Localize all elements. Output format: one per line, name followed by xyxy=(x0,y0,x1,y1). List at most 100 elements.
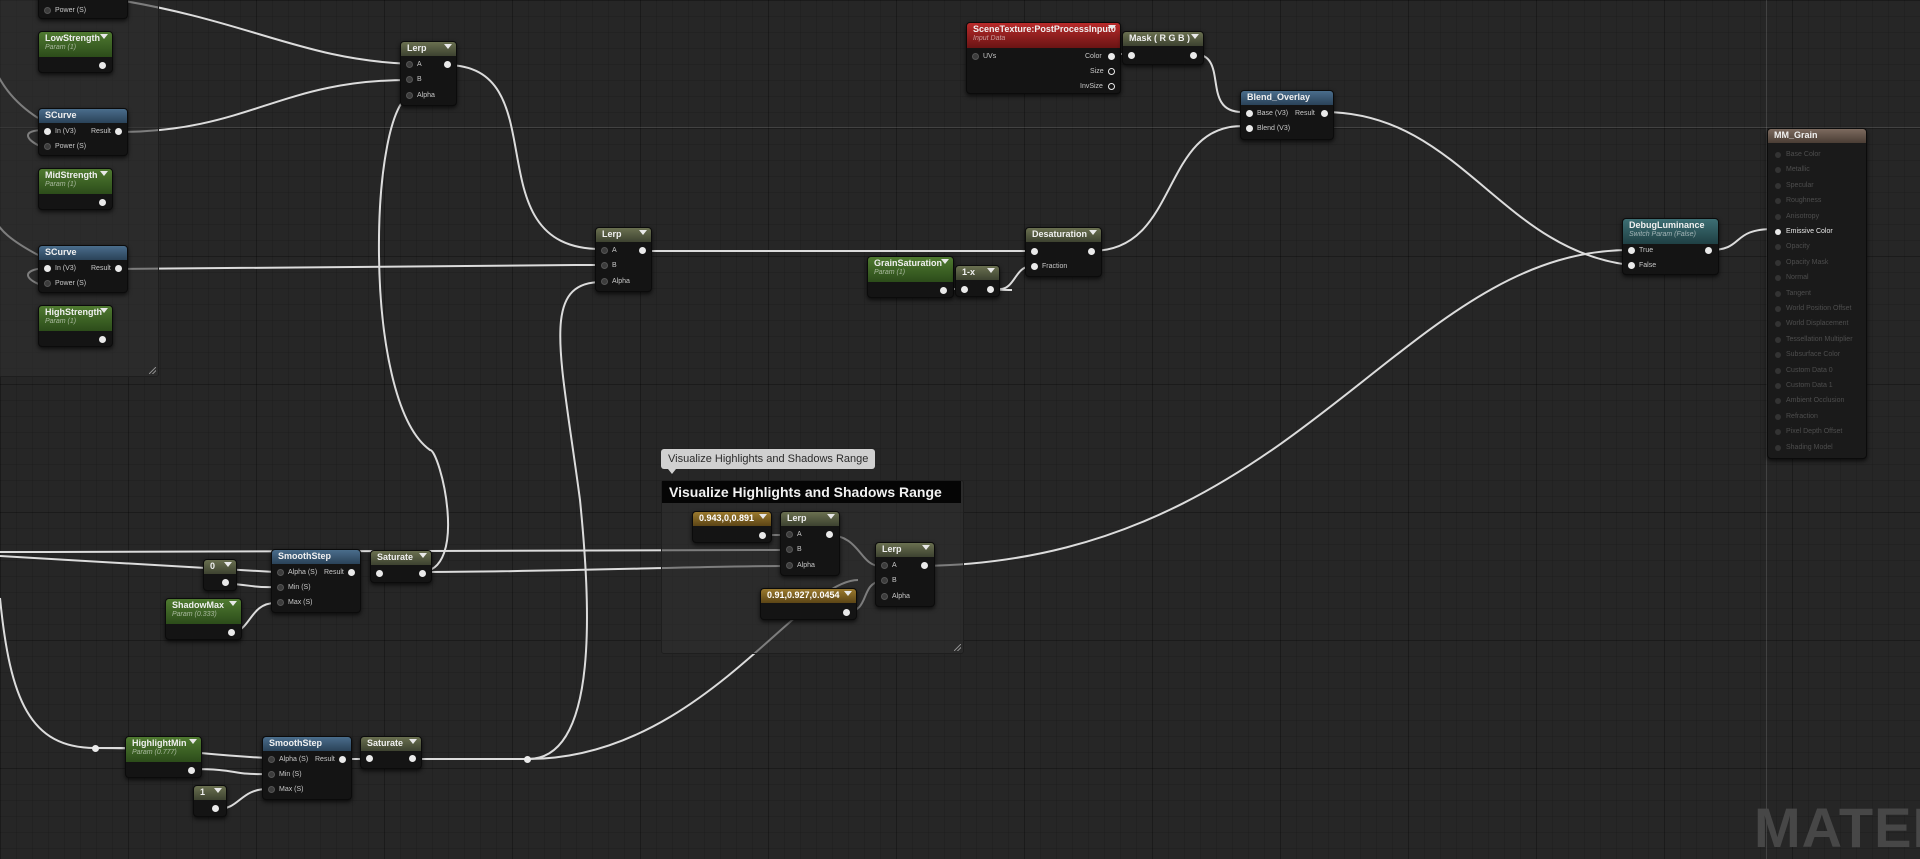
material-input-pin[interactable]: Emissive Color xyxy=(1775,228,1833,235)
chevron-down-icon[interactable] xyxy=(214,788,222,793)
chevron-down-icon[interactable] xyxy=(419,553,427,558)
alpha-input-pin[interactable] xyxy=(268,756,275,763)
comment-title[interactable]: Visualize Highlights and Shadows Range xyxy=(662,481,961,503)
input-pin-a[interactable] xyxy=(601,247,608,254)
input-pin-alpha[interactable] xyxy=(406,92,413,99)
mask-node[interactable]: Mask ( R G B ) xyxy=(1122,31,1204,65)
power-pin[interactable] xyxy=(44,7,51,14)
material-input-pin[interactable]: Custom Data 0 xyxy=(1775,367,1833,374)
chevron-down-icon[interactable] xyxy=(987,268,995,273)
high-strength-param-node[interactable]: HighStrength Param (1) xyxy=(38,305,113,347)
output-pin[interactable] xyxy=(419,570,426,577)
chevron-down-icon[interactable] xyxy=(922,545,930,550)
output-pin[interactable] xyxy=(921,562,928,569)
material-input-pin[interactable]: Tangent xyxy=(1775,290,1811,297)
chevron-down-icon[interactable] xyxy=(827,514,835,519)
lerp-node[interactable]: Lerp A B Alpha xyxy=(400,41,457,106)
max-input-pin[interactable] xyxy=(268,786,275,793)
material-input-pin[interactable]: Ambient Occlusion xyxy=(1775,397,1844,405)
scene-texture-node[interactable]: SceneTexture:PostProcessInput0 Input Dat… xyxy=(966,22,1121,94)
output-pin[interactable] xyxy=(115,128,122,135)
output-pin[interactable] xyxy=(826,531,833,538)
input-pin[interactable] xyxy=(44,128,51,135)
output-pin[interactable] xyxy=(639,247,646,254)
chevron-down-icon[interactable] xyxy=(444,44,452,49)
input-pin-a[interactable] xyxy=(881,562,888,569)
material-input-pin[interactable]: Roughness xyxy=(1775,197,1821,205)
low-strength-param-node[interactable]: LowStrength Param (1) xyxy=(38,31,113,73)
shadow-max-param-node[interactable]: ShadowMax Param (0.333) xyxy=(165,598,242,640)
reroute-node[interactable] xyxy=(92,745,99,752)
constant-color-node[interactable]: 0.943,0,0.891 xyxy=(692,511,772,543)
input-pin-a[interactable] xyxy=(786,531,793,538)
output-pin[interactable] xyxy=(1190,52,1197,59)
min-input-pin[interactable] xyxy=(268,771,275,778)
material-input-pin[interactable]: Normal xyxy=(1775,274,1809,282)
chevron-down-icon[interactable] xyxy=(844,591,852,596)
output-pin[interactable] xyxy=(99,199,106,206)
base-input-pin[interactable] xyxy=(1246,110,1253,117)
input-pin[interactable] xyxy=(376,570,383,577)
output-pin[interactable] xyxy=(759,532,766,539)
chevron-down-icon[interactable] xyxy=(229,601,237,606)
chevron-down-icon[interactable] xyxy=(1191,34,1199,39)
chevron-down-icon[interactable] xyxy=(1108,25,1116,30)
material-input-pin[interactable]: Opacity xyxy=(1775,243,1810,251)
output-pin[interactable] xyxy=(1088,248,1095,255)
scurve-node[interactable]: SCurve In (V3) Result Power (S) xyxy=(38,245,128,293)
comment-resize-handle[interactable] xyxy=(149,367,156,374)
chevron-down-icon[interactable] xyxy=(100,308,108,313)
input-pin[interactable] xyxy=(961,286,968,293)
chevron-down-icon[interactable] xyxy=(189,739,197,744)
max-input-pin[interactable] xyxy=(277,599,284,606)
output-pin[interactable] xyxy=(1321,110,1328,117)
material-input-pin[interactable]: Shading Model xyxy=(1775,444,1833,451)
grain-saturation-param-node[interactable]: GrainSaturation Param (1) xyxy=(867,256,954,298)
scurve-node[interactable]: SCurve In (V3) Result Power (S) xyxy=(38,108,128,156)
material-input-pin[interactable]: World Position Offset xyxy=(1775,305,1852,312)
debug-luminance-switch-node[interactable]: DebugLuminance Switch Param (False) True… xyxy=(1622,218,1719,275)
reroute-node[interactable] xyxy=(524,756,531,763)
constant-color-node[interactable]: 0.91,0.927,0.0454 xyxy=(760,588,857,620)
input-pin-alpha[interactable] xyxy=(601,278,608,285)
one-minus-node[interactable]: 1-x xyxy=(955,265,1000,297)
output-pin[interactable] xyxy=(1705,247,1712,254)
lerp-node[interactable]: Lerp A B Alpha xyxy=(780,511,840,576)
chevron-down-icon[interactable] xyxy=(409,739,417,744)
input-pin[interactable] xyxy=(366,755,373,762)
input-pin-alpha[interactable] xyxy=(786,562,793,569)
output-pin[interactable] xyxy=(987,286,994,293)
smoothstep-node[interactable]: SmoothStep Alpha (S) Result Min (S) Max … xyxy=(271,549,361,613)
constant-zero-node[interactable]: 0 xyxy=(203,559,237,591)
comment-resize-handle[interactable] xyxy=(954,644,961,651)
power-pin[interactable] xyxy=(44,143,51,150)
chevron-down-icon[interactable] xyxy=(100,171,108,176)
scurve-node-partial[interactable]: Power (S) xyxy=(38,0,128,19)
invsize-output-pin[interactable] xyxy=(1108,83,1115,90)
input-pin-b[interactable] xyxy=(601,262,608,269)
output-pin[interactable] xyxy=(843,609,850,616)
chevron-down-icon[interactable] xyxy=(941,259,949,264)
material-input-pin[interactable]: Pixel Depth Offset xyxy=(1775,428,1842,436)
input-pin-a[interactable] xyxy=(406,61,413,68)
chevron-down-icon[interactable] xyxy=(639,230,647,235)
false-input-pin[interactable] xyxy=(1628,262,1635,269)
mid-strength-param-node[interactable]: MidStrength Param (1) xyxy=(38,168,113,210)
chevron-down-icon[interactable] xyxy=(1089,230,1097,235)
input-pin-b[interactable] xyxy=(881,577,888,584)
blend-input-pin[interactable] xyxy=(1246,125,1253,132)
saturate-node[interactable]: Saturate xyxy=(370,550,432,583)
uvs-pin[interactable] xyxy=(972,53,979,60)
lerp-node[interactable]: Lerp A B Alpha xyxy=(595,227,652,292)
desaturation-node[interactable]: Desaturation Fraction xyxy=(1025,227,1102,277)
min-input-pin[interactable] xyxy=(277,584,284,591)
output-pin[interactable] xyxy=(228,629,235,636)
material-input-pin[interactable]: Custom Data 1 xyxy=(1775,382,1833,389)
output-pin[interactable] xyxy=(188,767,195,774)
output-pin[interactable] xyxy=(409,755,416,762)
output-pin[interactable] xyxy=(212,805,219,812)
highlight-min-param-node[interactable]: HighlightMin Param (0.777) xyxy=(125,736,202,778)
output-pin[interactable] xyxy=(115,265,122,272)
